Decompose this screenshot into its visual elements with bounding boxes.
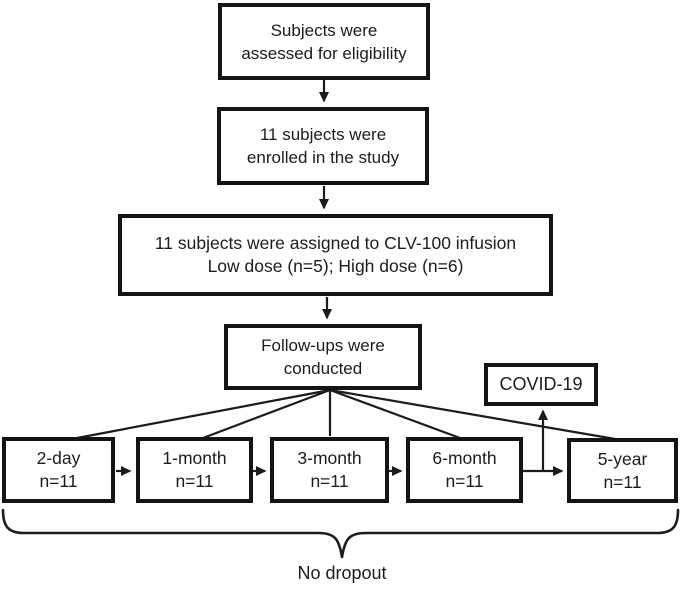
timeline-count: n=11	[445, 471, 484, 491]
timeline-box-1month: 1-month n=11	[136, 437, 253, 503]
fan-line-1month	[202, 388, 331, 440]
enrolled-box: 11 subjects were enrolled in the study	[217, 107, 429, 185]
no-dropout-brace	[1, 508, 680, 559]
timeline-box-2day: 2-day n=11	[2, 437, 115, 503]
timeline-count: n=11	[175, 471, 214, 491]
covid-box: COVID-19	[484, 363, 598, 406]
timeline-period: 2-day	[36, 448, 81, 468]
timeline-period: 6-month	[432, 448, 497, 468]
fan-line-5year	[329, 388, 622, 442]
eligibility-box: Subjects were assessed for eligibility	[218, 3, 430, 80]
timeline-box-5year: 5-year n=11	[567, 438, 678, 503]
timeline-period: 1-month	[162, 448, 227, 468]
assignment-box: 11 subjects were assigned to CLV-100 inf…	[118, 214, 553, 296]
timeline-count: n=11	[603, 471, 642, 492]
fan-line-2day	[76, 388, 331, 440]
timeline-count: n=11	[310, 471, 349, 491]
timeline-box-6month: 6-month n=11	[406, 437, 523, 503]
followup-box: Follow-ups were conducted	[224, 324, 422, 390]
timeline-count: n=11	[39, 471, 78, 491]
timeline-period: 3-month	[297, 448, 362, 468]
timeline-period: 5-year	[597, 448, 648, 469]
no-dropout-label: No dropout	[297, 563, 387, 583]
timeline-box-3month: 3-month n=11	[270, 437, 389, 503]
fan-line-6month	[329, 388, 461, 440]
